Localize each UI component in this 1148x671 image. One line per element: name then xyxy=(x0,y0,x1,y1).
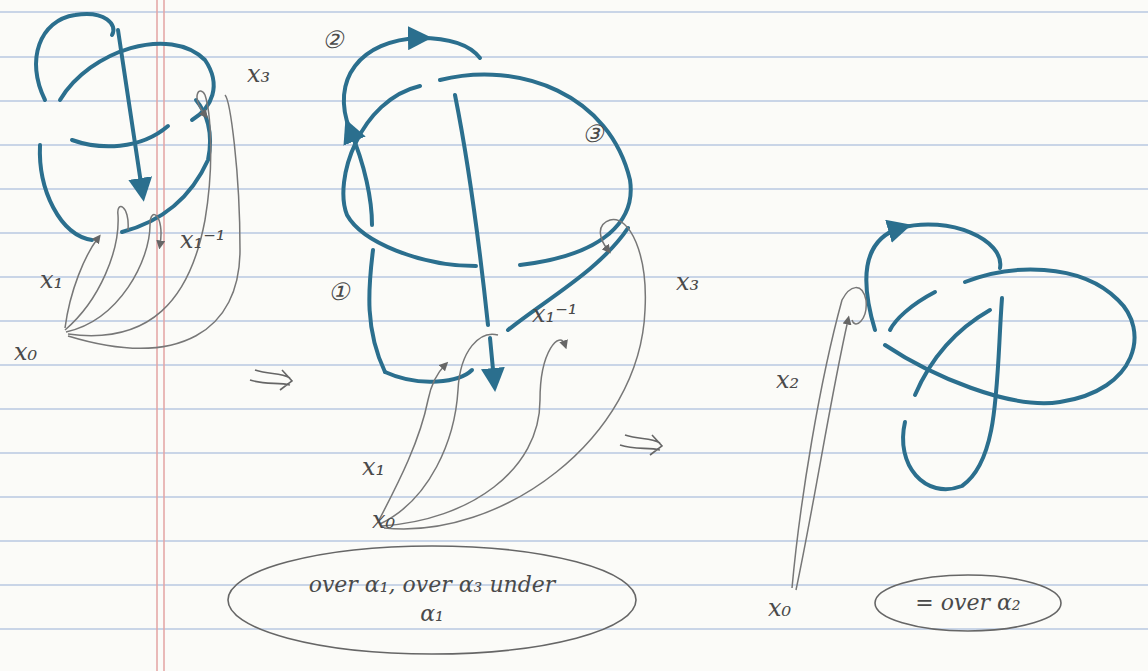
basepoint-label: x₀ xyxy=(768,596,791,620)
oval-outline xyxy=(226,544,638,656)
path-label: x₁ xyxy=(40,268,63,292)
basepoint-label: x₀ xyxy=(372,508,395,532)
path-label: x₁⁻¹ xyxy=(532,302,577,326)
arc-number: ① xyxy=(328,280,350,304)
note-text: over α₁, over α₃ under α₁ xyxy=(297,571,567,628)
path-label: x₃ xyxy=(676,270,699,294)
note-oval: = over α₂ xyxy=(873,573,1063,633)
path-label: x₃ xyxy=(247,62,270,86)
path-label: x₁⁻¹ xyxy=(180,228,225,252)
basepoint-label: x₀ xyxy=(14,340,37,364)
note-oval: over α₁, over α₃ under α₁ xyxy=(226,544,638,656)
arc-number: ② xyxy=(322,28,344,52)
path-label: x₁ xyxy=(362,455,385,479)
path-label: x₂ xyxy=(776,368,799,392)
note-text: = over α₂ xyxy=(915,589,1020,618)
arc-number: ③ xyxy=(582,122,604,146)
